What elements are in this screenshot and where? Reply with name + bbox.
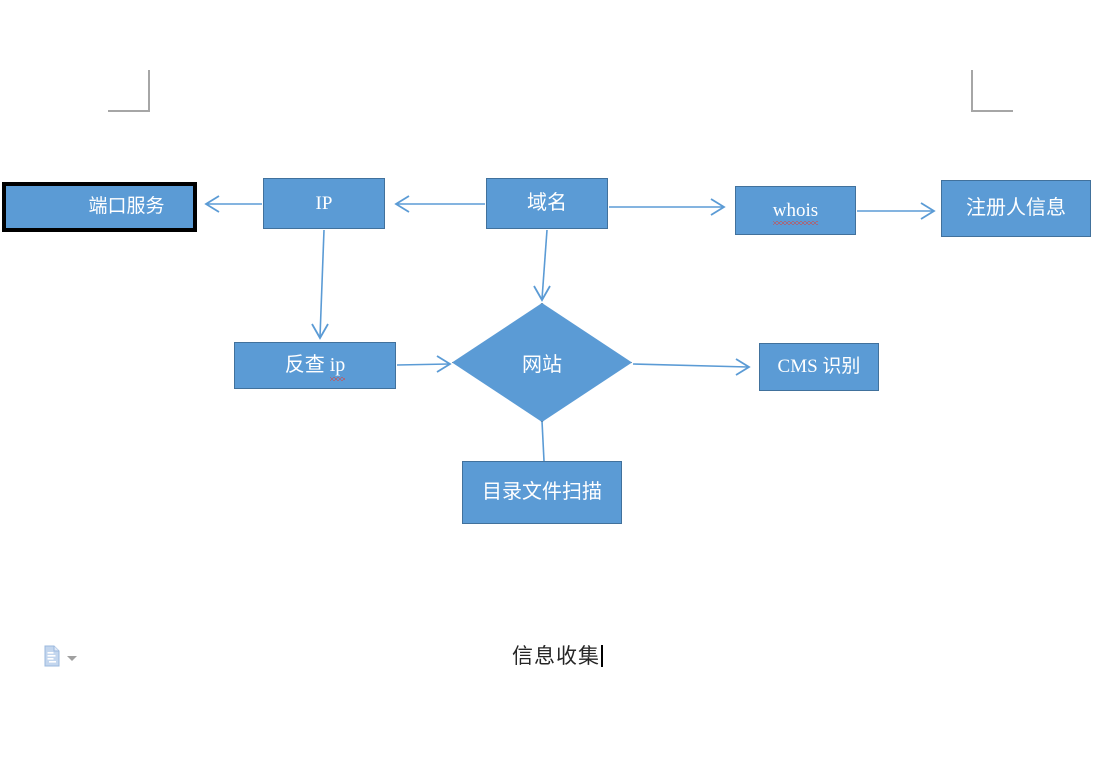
- shape-reverse-ip-lookup[interactable]: 反查 ip: [234, 342, 396, 389]
- shape-ip[interactable]: IP: [263, 178, 385, 229]
- connector-domain-to-ip: [394, 195, 485, 213]
- shape-label-registrant-info: 注册人信息: [966, 197, 1066, 219]
- paste-document-icon[interactable]: [44, 645, 62, 672]
- shape-website[interactable]: 网站: [452, 303, 632, 422]
- connector-website-to-cms-detection: [632, 358, 751, 376]
- caption-text: 信息收集: [512, 644, 600, 668]
- connector-ip-to-reverse-ip-lookup: [311, 229, 329, 340]
- chevron-down-icon[interactable]: [67, 656, 77, 661]
- shape-domain-name[interactable]: 域名: [486, 178, 608, 229]
- shape-label-website: 网站: [522, 354, 562, 376]
- shape-cms-detection[interactable]: CMS 识别: [759, 343, 879, 391]
- reverse-ip-label-ip: ip: [329, 354, 346, 381]
- paste-options-control[interactable]: [44, 645, 77, 672]
- top-left-margin-mark: [108, 70, 150, 112]
- shape-registrant-info[interactable]: 注册人信息: [941, 180, 1091, 237]
- shape-port-service[interactable]: 端口服务: [2, 182, 197, 232]
- shape-label-reverse-ip-lookup: 反查 ip: [284, 354, 346, 381]
- shape-label-port-service: 端口服务: [88, 196, 165, 218]
- shape-label-ip: IP: [315, 192, 333, 214]
- shape-label-whois: whois: [772, 199, 819, 226]
- connector-website-to-directory-scan: [541, 420, 545, 462]
- top-right-margin-mark: [971, 70, 1013, 112]
- shape-label-directory-file-scan: 目录文件扫描: [482, 481, 602, 503]
- shape-whois[interactable]: whois: [735, 186, 856, 235]
- reverse-ip-label-prefix: 反查: [284, 354, 330, 376]
- document-caption[interactable]: 信息收集: [512, 640, 603, 670]
- connector-reverse-ip-to-website: [396, 355, 452, 373]
- text-caret: [601, 645, 603, 667]
- shape-label-domain-name: 域名: [527, 192, 567, 214]
- connector-domain-to-website: [533, 229, 551, 302]
- shape-label-cms-detection: CMS 识别: [777, 356, 861, 378]
- connector-ip-to-port-service: [204, 195, 262, 213]
- shape-directory-file-scan[interactable]: 目录文件扫描: [462, 461, 622, 524]
- connector-domain-to-whois: [609, 198, 726, 216]
- connector-whois-to-registrant-info: [857, 202, 936, 220]
